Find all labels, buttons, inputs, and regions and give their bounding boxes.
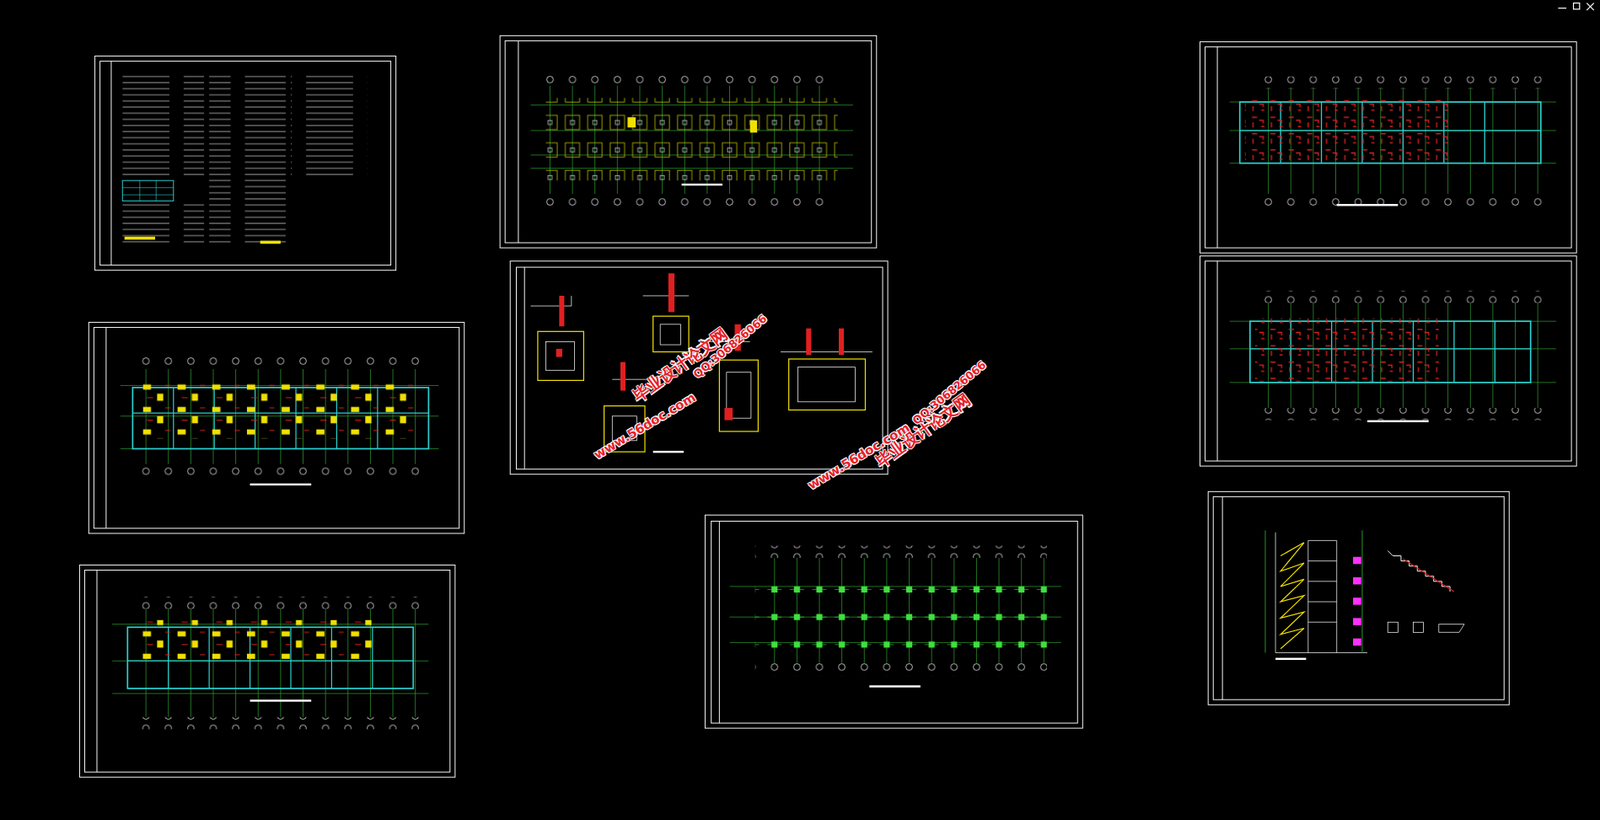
watermark: www.56doc.com <box>591 391 698 462</box>
